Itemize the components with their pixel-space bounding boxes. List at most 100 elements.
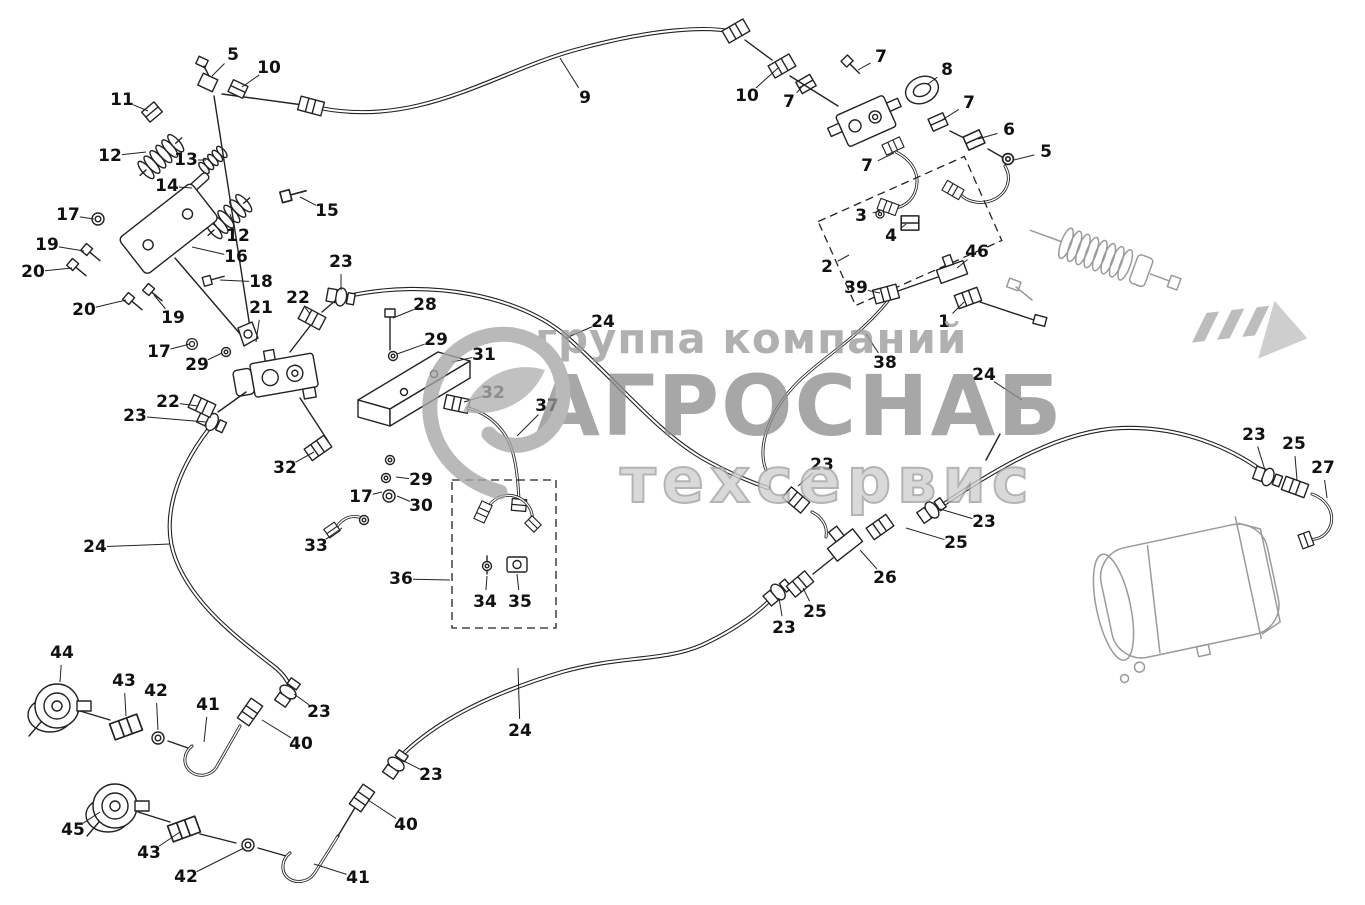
part-number-label: 13 xyxy=(174,150,198,170)
leader-line xyxy=(132,104,149,112)
part-number-label: 20 xyxy=(72,300,96,320)
fitting-25-d xyxy=(1280,475,1310,499)
part-number-label: 24 xyxy=(508,721,532,741)
part-number-label: 19 xyxy=(35,235,59,255)
fitting-43-lower xyxy=(166,815,202,843)
leader-line xyxy=(857,62,871,71)
chain-45 xyxy=(137,783,376,883)
hose-24-left xyxy=(170,407,304,710)
leader-line xyxy=(170,343,191,350)
part-number-label: 32 xyxy=(273,458,297,478)
leader-line xyxy=(412,578,451,581)
part-number-label: 23 xyxy=(329,252,353,272)
part-number-label: 23 xyxy=(123,406,147,426)
screw-19-lower xyxy=(141,282,167,306)
part-number-label: 43 xyxy=(112,671,136,691)
detail-box-2 xyxy=(817,155,1003,307)
nut-35 xyxy=(506,556,528,573)
leader-line xyxy=(178,186,193,189)
part-number-label: 17 xyxy=(56,205,80,225)
leader-line xyxy=(396,495,411,502)
bolt-18 xyxy=(201,271,227,287)
hose-38 xyxy=(761,299,890,472)
leader-line xyxy=(1324,479,1328,499)
part-number-label: 23 xyxy=(1242,425,1266,445)
hose-9 xyxy=(221,18,751,117)
part-number-label: 24 xyxy=(83,537,107,557)
part-number-label: 4 xyxy=(885,226,897,246)
leader-line xyxy=(261,719,292,739)
part-number-label: 41 xyxy=(346,868,370,888)
leader-line xyxy=(485,575,488,591)
air-tank xyxy=(1092,516,1281,684)
fitting-32-upper xyxy=(443,393,471,415)
leader-line xyxy=(1257,446,1266,471)
part-number-label: 23 xyxy=(419,765,443,785)
bolt-28 xyxy=(384,308,399,362)
leader-line xyxy=(295,451,315,463)
part-number-label: 23 xyxy=(810,455,834,475)
top-right-cluster xyxy=(744,39,1048,328)
fitting-1 xyxy=(953,286,983,310)
fitting-40-lower xyxy=(348,783,376,813)
leader-line xyxy=(124,692,127,717)
part-number-label: 1 xyxy=(938,312,950,332)
part-number-label: 24 xyxy=(591,312,615,332)
leader-line xyxy=(900,223,907,229)
bolt-5-right xyxy=(1001,152,1015,166)
part-number-label: 12 xyxy=(98,146,122,166)
hose-24-right xyxy=(914,428,1285,527)
part-number-label: 43 xyxy=(137,843,161,863)
part-number-label: 21 xyxy=(249,298,273,318)
screw-20-lower xyxy=(121,291,147,315)
part-number-label: 34 xyxy=(473,592,497,612)
part-number-label: 44 xyxy=(50,643,74,663)
palm-coupling-44 xyxy=(27,683,92,737)
leader-line xyxy=(372,491,383,495)
part-number-label: 6 xyxy=(1003,120,1015,140)
tee-46 xyxy=(935,253,969,285)
leader-line xyxy=(179,403,199,407)
part-number-label: 33 xyxy=(304,536,328,556)
part-number-label: 7 xyxy=(861,156,873,176)
nut-4 xyxy=(900,215,920,231)
part-number-label: 7 xyxy=(783,92,795,112)
part-number-label: 31 xyxy=(472,345,496,365)
leader-line xyxy=(977,132,998,140)
part-number-label: 23 xyxy=(307,702,331,722)
part-number-label: 36 xyxy=(389,569,413,589)
fitting-40-upper xyxy=(236,697,264,727)
part-number-label: 39 xyxy=(844,278,868,298)
washer-42-lower xyxy=(241,838,255,852)
leader-line xyxy=(121,151,147,156)
screw-7-b xyxy=(840,54,864,78)
leader-line xyxy=(517,667,521,720)
fitting-25-c xyxy=(785,570,815,598)
part-number-label: 38 xyxy=(873,353,897,373)
direction-arrow xyxy=(1192,300,1308,359)
part-number-label: 19 xyxy=(161,308,185,328)
leader-line xyxy=(802,587,811,602)
linkage-rods xyxy=(174,95,252,343)
leader-line xyxy=(872,210,881,214)
spring-brake-chamber-ghost xyxy=(1005,227,1182,301)
leader-line xyxy=(106,543,171,548)
fitting-25-a xyxy=(781,486,811,514)
leader-line xyxy=(516,573,520,591)
elbow-33 xyxy=(323,514,370,539)
part-number-label: 35 xyxy=(508,592,532,612)
leader-line xyxy=(59,664,62,683)
leader-line xyxy=(1294,455,1298,481)
leader-line xyxy=(867,289,881,294)
nut-7-c xyxy=(927,112,949,132)
link-22-valve xyxy=(217,391,247,413)
part-number-label: 9 xyxy=(579,88,591,108)
part-number-label: 11 xyxy=(110,90,134,110)
part-number-label: 45 xyxy=(61,820,85,840)
part-number-label: 25 xyxy=(944,533,968,553)
leader-line xyxy=(229,213,235,225)
top-fitting-cluster xyxy=(195,55,249,99)
leader-line xyxy=(395,476,410,480)
